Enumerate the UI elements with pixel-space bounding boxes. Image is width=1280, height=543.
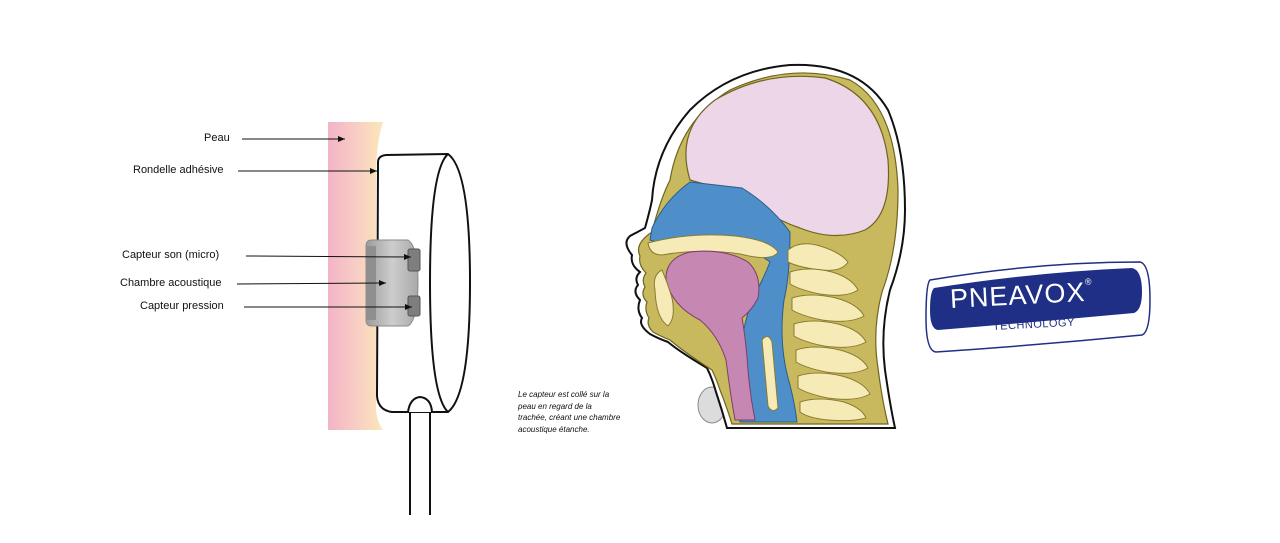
sensor-housing-rim xyxy=(428,153,449,413)
caption-line: acoustique étanche. xyxy=(518,424,590,434)
sensor-cable xyxy=(409,398,431,515)
skin-label: Peau xyxy=(204,132,230,144)
caption-line: trachée, créant une chambre xyxy=(518,413,621,422)
cable-junction xyxy=(407,395,433,413)
caption-line: peau en regard de la xyxy=(518,401,592,411)
logo-registered-mark: ® xyxy=(1084,276,1093,287)
caption-line: Le capteur est collé sur la xyxy=(518,390,610,399)
sensor-housing xyxy=(375,152,472,413)
logo-navy-band xyxy=(930,268,1142,330)
head-cross-section xyxy=(625,63,907,429)
pneavox-logo xyxy=(925,261,1151,353)
caption: Le capteur est collé sur la peau en rega… xyxy=(518,389,638,435)
epiglottis xyxy=(761,336,779,412)
skin-layer xyxy=(328,122,383,430)
acoustic-chamber-label: Chambre acoustique xyxy=(120,277,222,289)
spine xyxy=(787,243,871,422)
pressure-sensor xyxy=(407,295,421,317)
sensor-diagram xyxy=(236,122,472,515)
sound-sensor-arrow xyxy=(245,253,412,260)
pressure-sensor-label: Capteur pression xyxy=(140,300,224,312)
acoustic-chamber-arrow xyxy=(236,280,387,287)
adhesive-label: Rondelle adhésive xyxy=(133,164,224,176)
palate xyxy=(647,234,779,258)
jaw xyxy=(653,269,674,327)
sound-sensor xyxy=(407,248,421,272)
logo-brand: PNEAVOX xyxy=(949,276,1087,314)
sensor-cable-fill xyxy=(411,398,429,515)
sound-sensor-label: Capteur son (micro) xyxy=(122,249,220,261)
tongue xyxy=(665,250,760,421)
